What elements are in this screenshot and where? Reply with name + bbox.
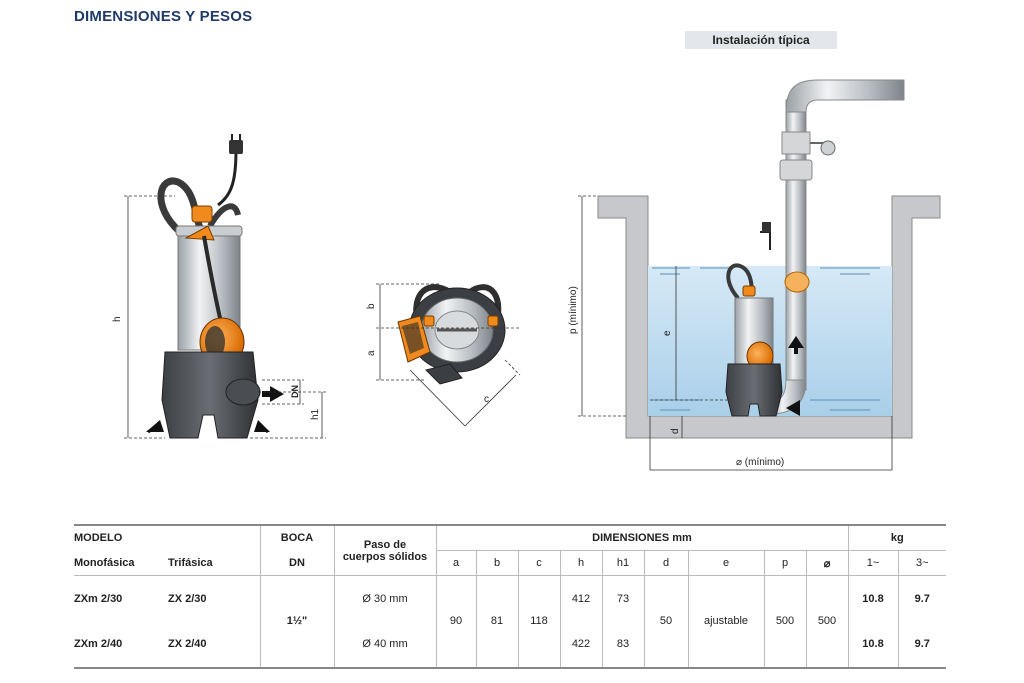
row1-h1: 73 (601, 575, 644, 622)
shared-e: ajustable (687, 575, 764, 669)
dim-label-h1: h1 (310, 408, 321, 420)
shared-c: 118 (517, 575, 560, 669)
row1-kg3: 9.7 (897, 575, 946, 622)
dim-label-a: a (366, 350, 377, 356)
col-h1: h1 (601, 550, 644, 576)
front-dimension-lines (124, 195, 326, 439)
row2-h: 422 (559, 621, 602, 669)
row1-h: 412 (559, 575, 602, 622)
header-model: MODELO (74, 524, 260, 551)
dim-label-d: d (670, 428, 681, 434)
shared-b: 81 (475, 575, 518, 669)
row1-tri: ZX 2/30 (168, 575, 260, 622)
dim-label-h: h (112, 316, 123, 322)
dimensions-table: MODELO BOCA Paso de cuerpos sólidos DIME… (74, 524, 946, 669)
install-dimension-lines (578, 195, 893, 471)
row1-kg1: 10.8 (847, 575, 898, 622)
row2-h1: 83 (601, 621, 644, 669)
col-h: h (559, 550, 602, 576)
dim-label-diam: ⌀ (mínimo) (736, 457, 784, 468)
header-tri: Trifásica (168, 556, 213, 569)
col-kg1: 1~ (847, 550, 898, 576)
header-kg: kg (847, 524, 946, 551)
col-c: c (517, 550, 560, 576)
pump-top-view (397, 284, 506, 385)
dim-label-p: p (mínimo) (568, 286, 579, 334)
dim-label-dn: DN (290, 385, 300, 398)
row2-mono: ZXm 2/40 (74, 621, 168, 669)
header-dn: DN (259, 550, 334, 576)
col-a: a (435, 550, 476, 576)
row2-kg3: 9.7 (897, 621, 946, 669)
shared-diam: 500 (805, 575, 848, 669)
header-paso-line1: Paso de (363, 538, 407, 551)
dim-label-c: c (484, 394, 489, 405)
row2-paso: Ø 40 mm (333, 621, 436, 669)
col-p: p (763, 550, 806, 576)
header-dimensions: DIMENSIONES mm (435, 524, 848, 551)
dim-label-b: b (366, 303, 377, 309)
shared-d: 50 (643, 575, 688, 669)
installation-label: Instalación típica (685, 31, 837, 49)
row1-paso: Ø 30 mm (333, 575, 436, 622)
col-e: e (687, 550, 764, 576)
header-boca: BOCA (259, 524, 334, 551)
header-paso-line2: cuerpos sólidos (342, 550, 428, 563)
col-kg3: 3~ (897, 550, 946, 576)
dimension-diagrams: h DN h1 b a c (112, 79, 941, 471)
row2-kg1: 10.8 (847, 621, 898, 669)
shared-boca: 1½" (259, 575, 334, 669)
dim-label-e: e (662, 330, 673, 336)
shared-a: 90 (435, 575, 476, 669)
header-mono: Monofásica (74, 556, 135, 569)
col-d: d (643, 550, 688, 576)
row2-tri: ZX 2/40 (168, 621, 260, 669)
page-title: DIMENSIONES Y PESOS (74, 8, 253, 25)
shared-p: 500 (763, 575, 806, 669)
row1-mono: ZXm 2/30 (74, 575, 168, 622)
installation-diagram (597, 79, 941, 439)
col-diam: ⌀ (805, 550, 848, 576)
header-paso: Paso de cuerpos sólidos (333, 524, 436, 576)
col-b: b (475, 550, 518, 576)
pump-front-view (146, 134, 284, 439)
top-dimension-lines (376, 283, 521, 427)
